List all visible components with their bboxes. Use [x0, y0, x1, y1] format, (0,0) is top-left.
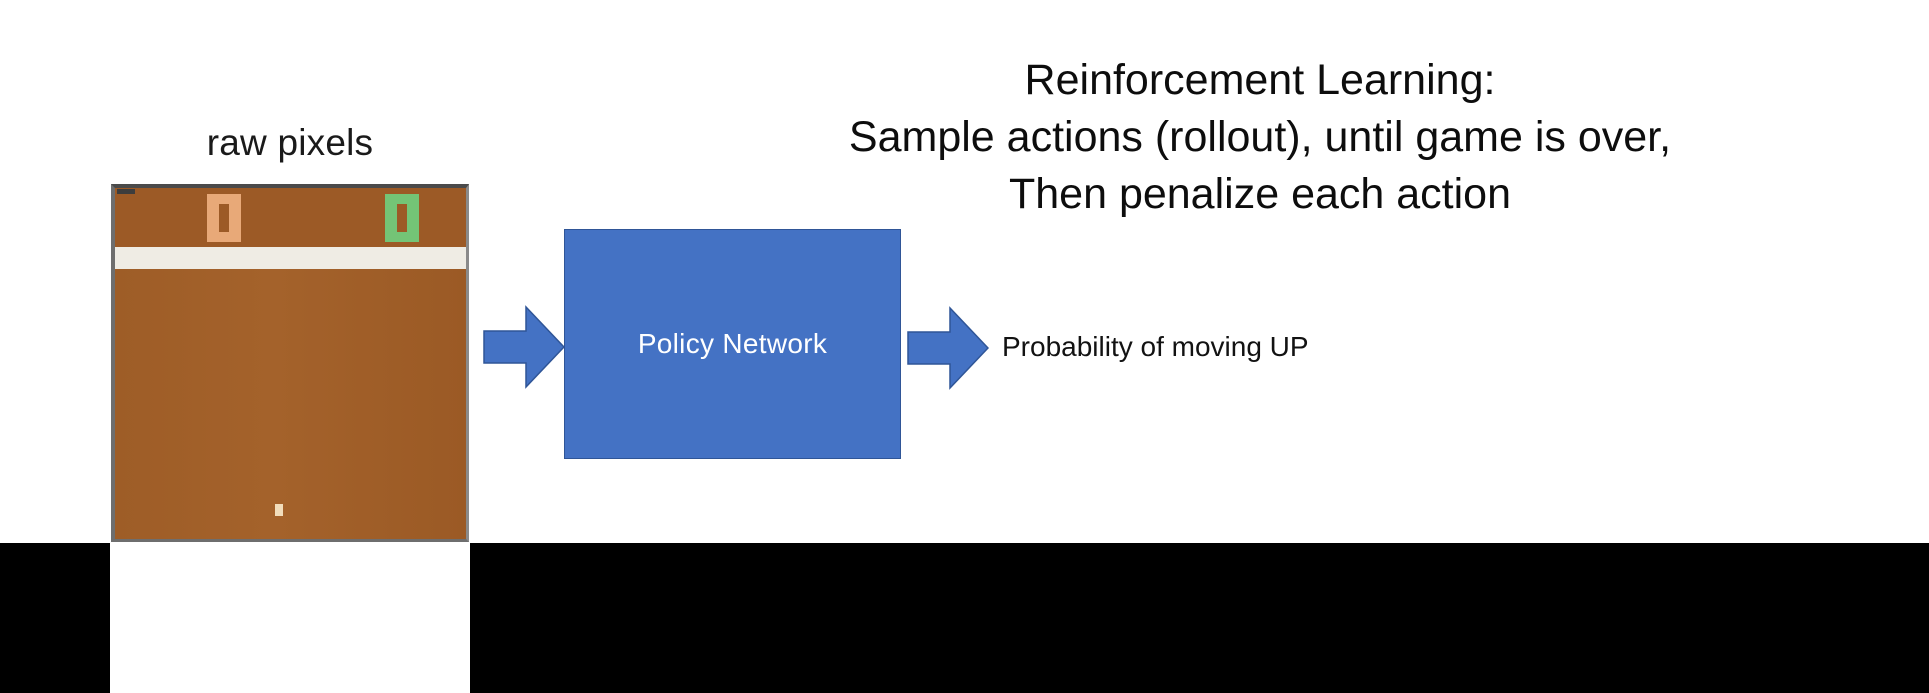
pong-score-left [207, 194, 241, 242]
slide-heading: Reinforcement Learning: Sample actions (… [620, 52, 1900, 222]
pong-score-left-digit [219, 204, 229, 232]
raw-pixels-label: raw pixels [206, 122, 374, 163]
pong-corner-tick [117, 189, 135, 194]
heading-line-1: Reinforcement Learning: [1024, 56, 1496, 104]
arrow-right-icon-input [483, 305, 565, 389]
footer-bar-left [0, 543, 110, 693]
pong-score-right-digit [397, 204, 407, 232]
pong-score-right [385, 194, 419, 242]
policy-network-label: Policy Network [637, 328, 828, 359]
output-probability-label: Probability of moving UP [1002, 331, 1309, 362]
heading-line-3: Then penalize each action [1008, 169, 1512, 218]
arrow-right-icon-output [907, 306, 989, 390]
pong-play-field [115, 269, 466, 539]
pong-divider-line [115, 247, 466, 269]
pong-ball [275, 504, 283, 516]
pong-scorebar [115, 188, 466, 247]
pong-paddle-left [153, 541, 165, 542]
footer-bar-right [470, 543, 1929, 693]
heading-line-2: Sample actions (rollout), until game is … [848, 112, 1672, 161]
policy-network-box[interactable]: Policy Network [564, 229, 901, 459]
pong-game-screenshot [111, 184, 469, 542]
